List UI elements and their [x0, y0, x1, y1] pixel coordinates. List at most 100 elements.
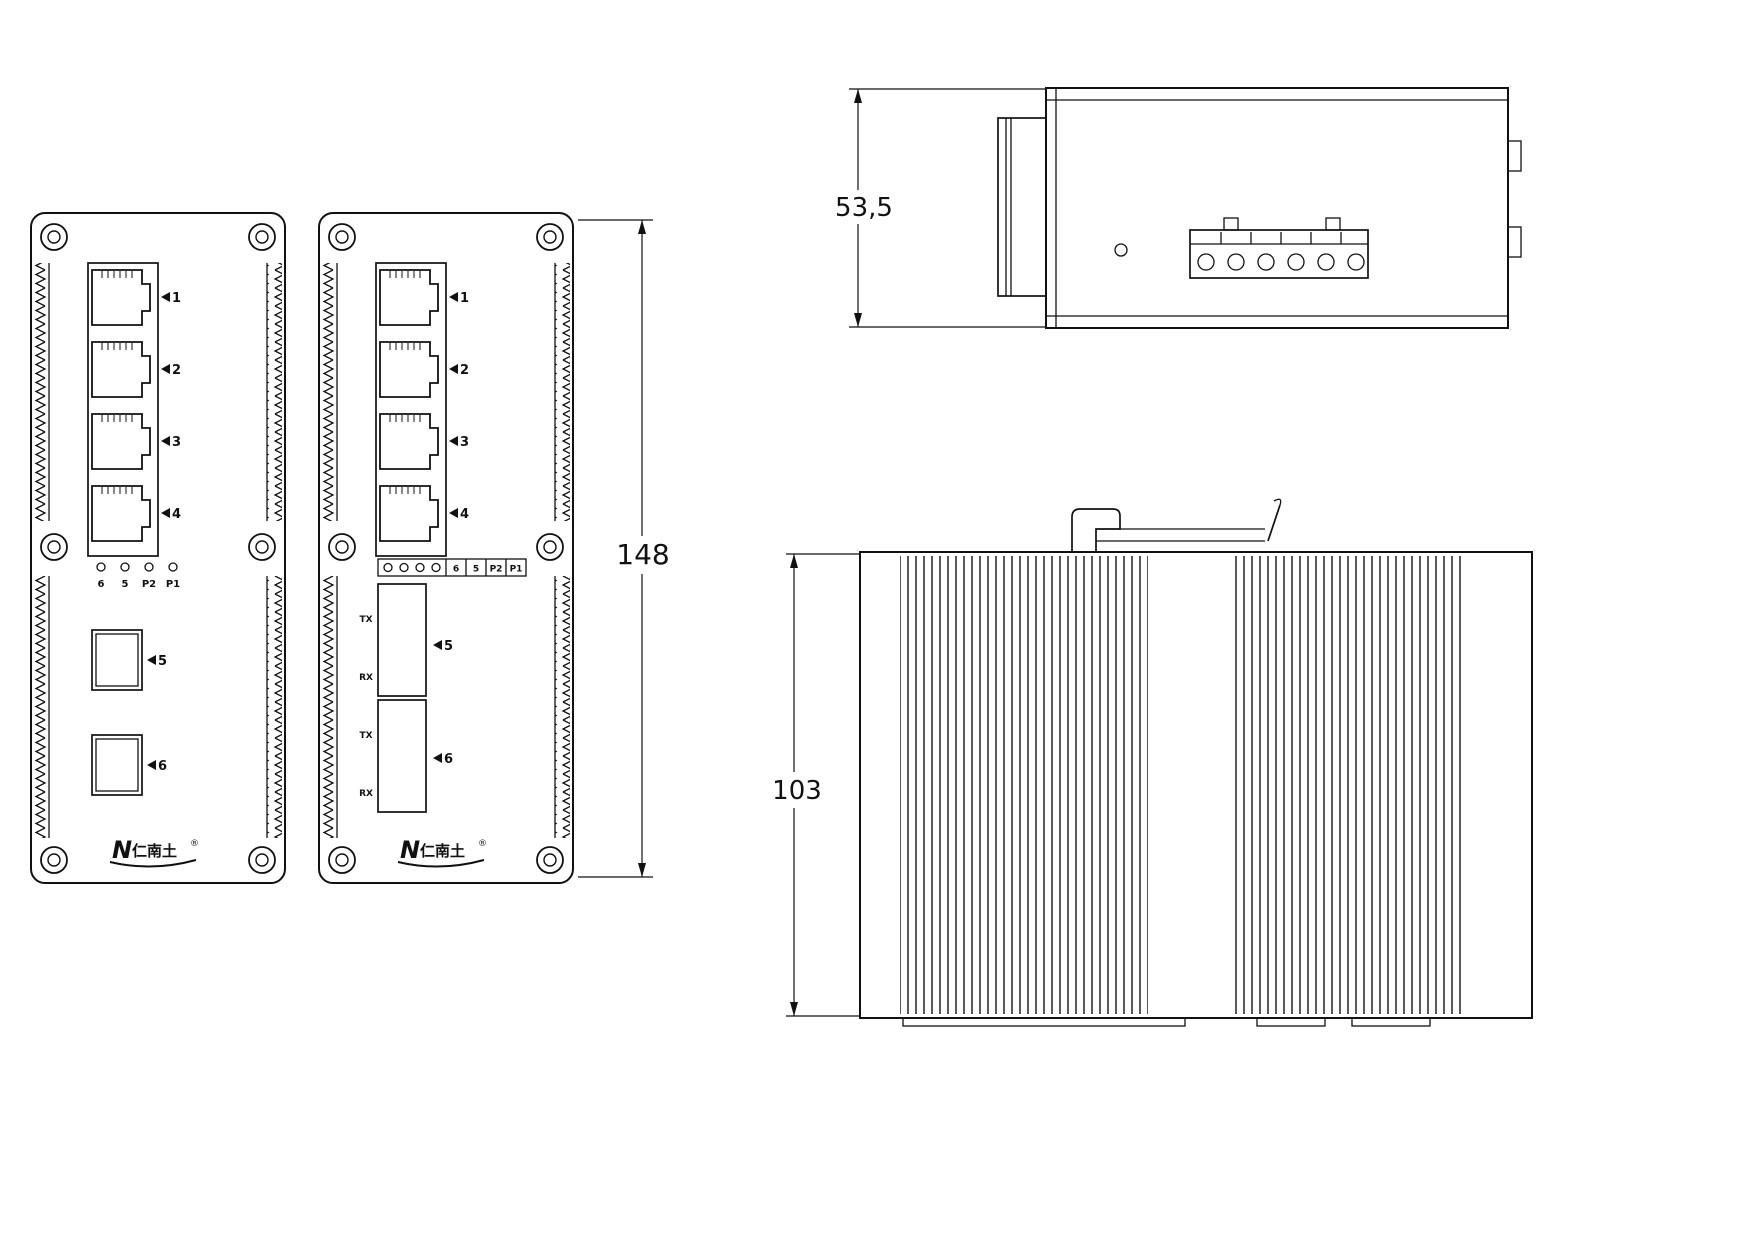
port-marker-2: 2 [161, 363, 181, 378]
brand-logo: N 仁南土 ® [109, 836, 199, 868]
port-marker-3: 3 [449, 435, 469, 450]
base-foot [1351, 1017, 1431, 1027]
rj45-port-2 [91, 341, 151, 398]
arrowhead-icon [638, 220, 646, 234]
logo-text: 仁南土 [420, 842, 465, 860]
screw-hole [40, 533, 68, 561]
terminal-screw [1197, 253, 1215, 271]
port-arrow-icon [449, 436, 458, 446]
screw-hole [248, 533, 276, 561]
port-arrow-icon [449, 508, 458, 518]
terminal-screw [1287, 253, 1305, 271]
dimension-front-height: 148 [578, 219, 670, 878]
terminal-screw [1257, 253, 1275, 271]
heatsink-fins-left [34, 263, 49, 521]
mount-tab [1507, 226, 1522, 258]
led-label: 5 [122, 579, 129, 590]
port-arrow-icon [449, 364, 458, 374]
sfp-port-6: 6 [91, 734, 167, 796]
terminal-screw [1227, 253, 1245, 271]
heatsink-fins-right [267, 576, 282, 838]
port-marker-4: 4 [449, 507, 469, 522]
port-number: 3 [460, 435, 469, 450]
led-strip-frame [377, 558, 527, 577]
port-number: 1 [460, 291, 469, 306]
led-dot [431, 562, 441, 573]
screw-hole [248, 846, 276, 874]
logo-underline [397, 859, 485, 868]
mount-tab [1507, 140, 1522, 172]
screw-hole [40, 846, 68, 874]
led-indicator-row: 6 5 P2 P1 [96, 562, 180, 590]
arrowhead-icon [854, 313, 862, 327]
led-dot [168, 562, 178, 572]
port-number: 6 [444, 752, 453, 767]
logo-text: 仁南土 [132, 842, 177, 860]
dimension-value: 53,5 [835, 193, 893, 223]
screw-hole [40, 223, 68, 251]
led-label: 6 [98, 579, 105, 590]
rj45-port-4 [379, 485, 439, 542]
heatsink-fins-left [322, 576, 337, 838]
base-foot [902, 1017, 1186, 1027]
screw-hole [328, 846, 356, 874]
fiber-port-6: TX RX 6 [359, 699, 453, 813]
rj45-port-3 [91, 413, 151, 470]
brand-logo: N 仁南土 ® [397, 836, 487, 868]
logo-underline [109, 859, 197, 868]
screw-hole [248, 223, 276, 251]
registered-mark: ® [190, 839, 199, 849]
screw-hole [536, 223, 564, 251]
led-label: P1 [166, 579, 180, 590]
arrowhead-icon [790, 554, 798, 568]
fiber-port-5: TX RX 5 [359, 583, 453, 697]
port-marker-4: 4 [161, 507, 181, 522]
heatsink-fins-right [555, 263, 570, 521]
led-dot [383, 562, 393, 573]
dimension-text-mask [616, 536, 668, 574]
led-label: 6 [453, 565, 459, 575]
port-number: 2 [460, 363, 469, 378]
port-number: 6 [158, 759, 167, 774]
heatsink-fins-left [34, 576, 49, 838]
arrowhead-icon [638, 863, 646, 877]
topview-body [1045, 87, 1509, 329]
port-number: 4 [460, 507, 469, 522]
tx-label: TX [359, 731, 372, 741]
rx-label: RX [359, 673, 373, 683]
registered-mark: ® [478, 839, 487, 849]
logo-mark: N [112, 836, 132, 864]
arrowhead-icon [790, 1002, 798, 1016]
dimension-text-mask [830, 190, 900, 224]
screw-hole [328, 223, 356, 251]
heatsink-fins-right [267, 263, 282, 521]
port-marker-3: 3 [161, 435, 181, 450]
fiber-slot [377, 699, 427, 813]
logo-mark: N [400, 836, 420, 864]
screw-hole [536, 533, 564, 561]
port-arrow-icon [433, 640, 442, 650]
heatsink-fin-bank-right [1230, 556, 1462, 1014]
led-label: P1 [510, 565, 523, 575]
side-flange [997, 117, 1047, 297]
rj45-port-block [375, 262, 447, 557]
sfp-slot-outer [91, 629, 143, 691]
rj45-port-1 [379, 269, 439, 326]
led-label: P2 [142, 579, 156, 590]
sfp-slot-inner [95, 738, 139, 792]
tx-label: TX [359, 615, 372, 625]
led-dot [120, 562, 130, 572]
port-number: 3 [172, 435, 181, 450]
led-label: 5 [473, 565, 479, 575]
terminal-screw [1317, 253, 1335, 271]
port-marker-1: 1 [161, 291, 181, 306]
screw-hole [328, 533, 356, 561]
rx-label: RX [359, 789, 373, 799]
port-marker-1: 1 [449, 291, 469, 306]
power-terminal-block [1189, 217, 1369, 279]
port-marker-2: 2 [449, 363, 469, 378]
clip-latch-tip [1273, 498, 1282, 506]
base-foot [1256, 1017, 1326, 1027]
